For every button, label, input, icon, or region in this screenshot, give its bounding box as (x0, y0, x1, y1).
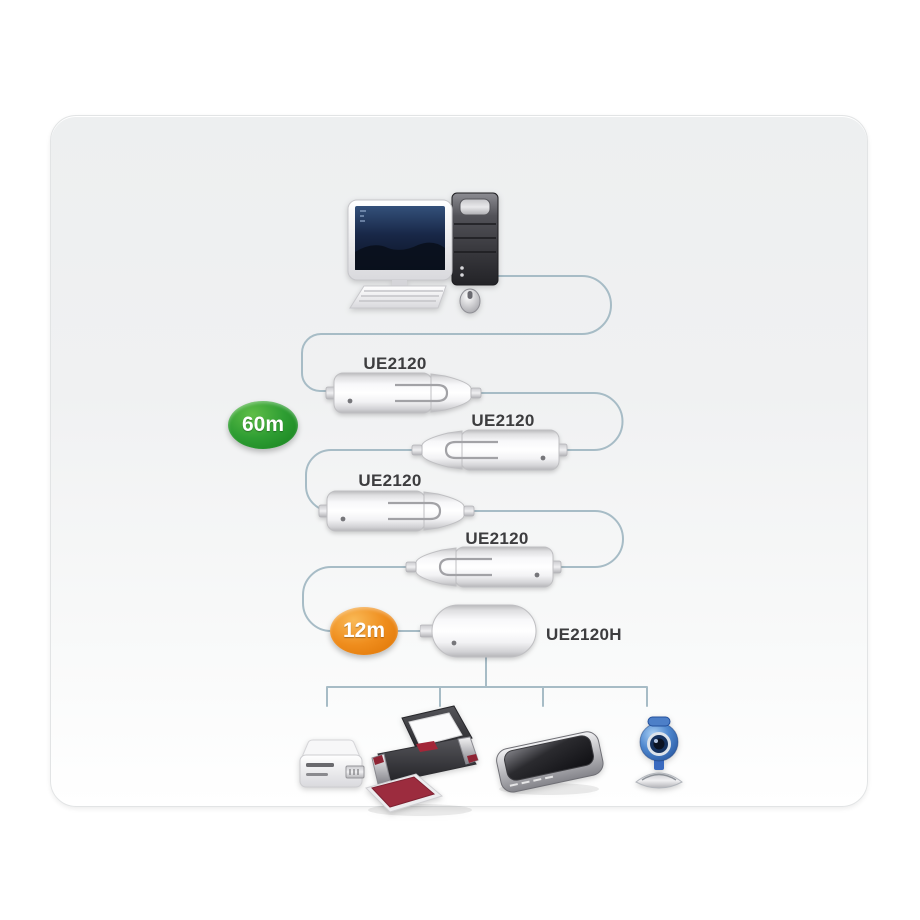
usb-extender-cable-2 (411, 429, 568, 471)
usb-extender-cable-3 (318, 490, 475, 532)
usb-extender-endpoint (420, 604, 537, 658)
usb-extender-cable-4 (405, 546, 562, 588)
wire-hub-to-peripherals (326, 655, 648, 707)
cable-label-2: UE2120 (471, 411, 535, 430)
distance-badge-12m: 12m (330, 607, 398, 655)
wire-cable1-to-cable2 (480, 392, 624, 451)
webcam-icon (635, 716, 683, 789)
cable-label-3: UE2120 (358, 471, 422, 490)
usb-extender-cable-1 (325, 372, 482, 414)
wire-cable4-to-hub (302, 566, 424, 632)
wire-cable3-to-cable4 (474, 510, 624, 568)
printer-icon (365, 705, 479, 816)
distance-badge-60m: 60m (228, 401, 298, 449)
wire-pc-to-cable1 (301, 275, 612, 392)
endpoint-label: UE2120H (546, 625, 622, 644)
card-reader-icon (299, 739, 365, 788)
scanner-icon (496, 731, 604, 795)
cable-label-1: UE2120 (363, 354, 427, 373)
desktop-computer-icon (347, 192, 499, 314)
cable-label-4: UE2120 (465, 529, 529, 548)
